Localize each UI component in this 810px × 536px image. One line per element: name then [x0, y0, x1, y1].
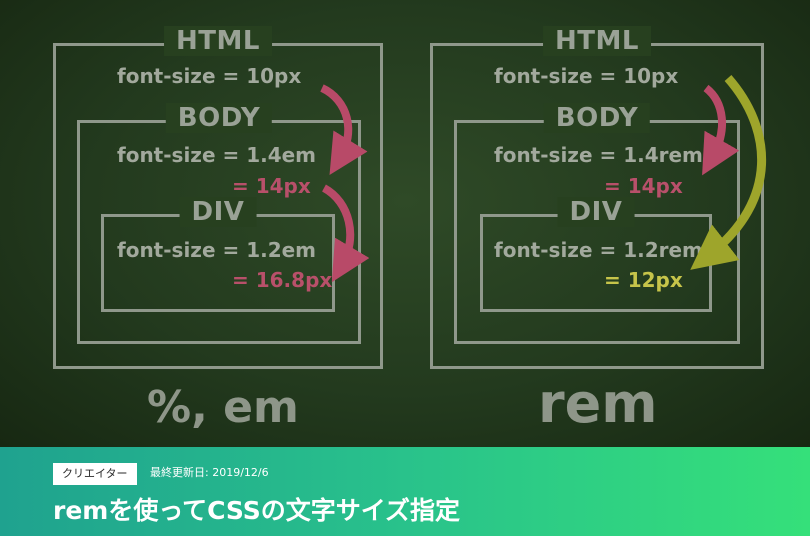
left-html-box: HTML	[53, 26, 383, 369]
article-banner	[0, 447, 810, 536]
right-body-title: BODY	[543, 103, 651, 133]
last-updated: 最終更新日: 2019/12/6	[150, 466, 269, 479]
right-html-title: HTML	[543, 26, 651, 56]
right-html-box: HTML	[430, 26, 764, 369]
left-body-title: BODY	[165, 103, 273, 133]
right-body-box: BODY	[454, 103, 740, 344]
article-title: remを使ってCSSの文字サイズ指定	[53, 496, 461, 525]
left-div-result: = 16.8px	[232, 268, 333, 292]
left-html-title: HTML	[164, 26, 272, 56]
right-arrow-html-to-div	[690, 75, 766, 270]
right-caption: rem	[538, 372, 658, 435]
left-div-font-size: font-size = 1.2em	[117, 238, 317, 262]
left-body-font-size: font-size = 1.4em	[117, 143, 317, 167]
arrows-layer	[320, 75, 766, 283]
right-html-font-size: font-size = 10px	[494, 64, 679, 88]
right-div-title: DIV	[557, 197, 635, 227]
category-tag[interactable]: クリエイター	[53, 463, 137, 485]
left-html-font-size: font-size = 10px	[117, 64, 302, 88]
right-div-result: = 12px	[604, 268, 683, 292]
hero-illustration: HTML font-size = 10px BODY font-size = 1…	[0, 0, 810, 447]
left-div-title: DIV	[179, 197, 257, 227]
left-body-box: BODY	[77, 103, 361, 344]
right-body-font-size: font-size = 1.4rem	[494, 143, 703, 167]
left-body-result: = 14px	[232, 174, 311, 198]
left-arrow-html-to-body	[320, 84, 368, 176]
right-body-result: = 14px	[604, 174, 683, 198]
right-div-font-size: font-size = 1.2rem	[494, 238, 703, 262]
left-arrow-body-to-div	[321, 184, 370, 283]
right-arrow-html-to-body	[702, 84, 740, 176]
left-caption: %, em	[147, 382, 299, 433]
